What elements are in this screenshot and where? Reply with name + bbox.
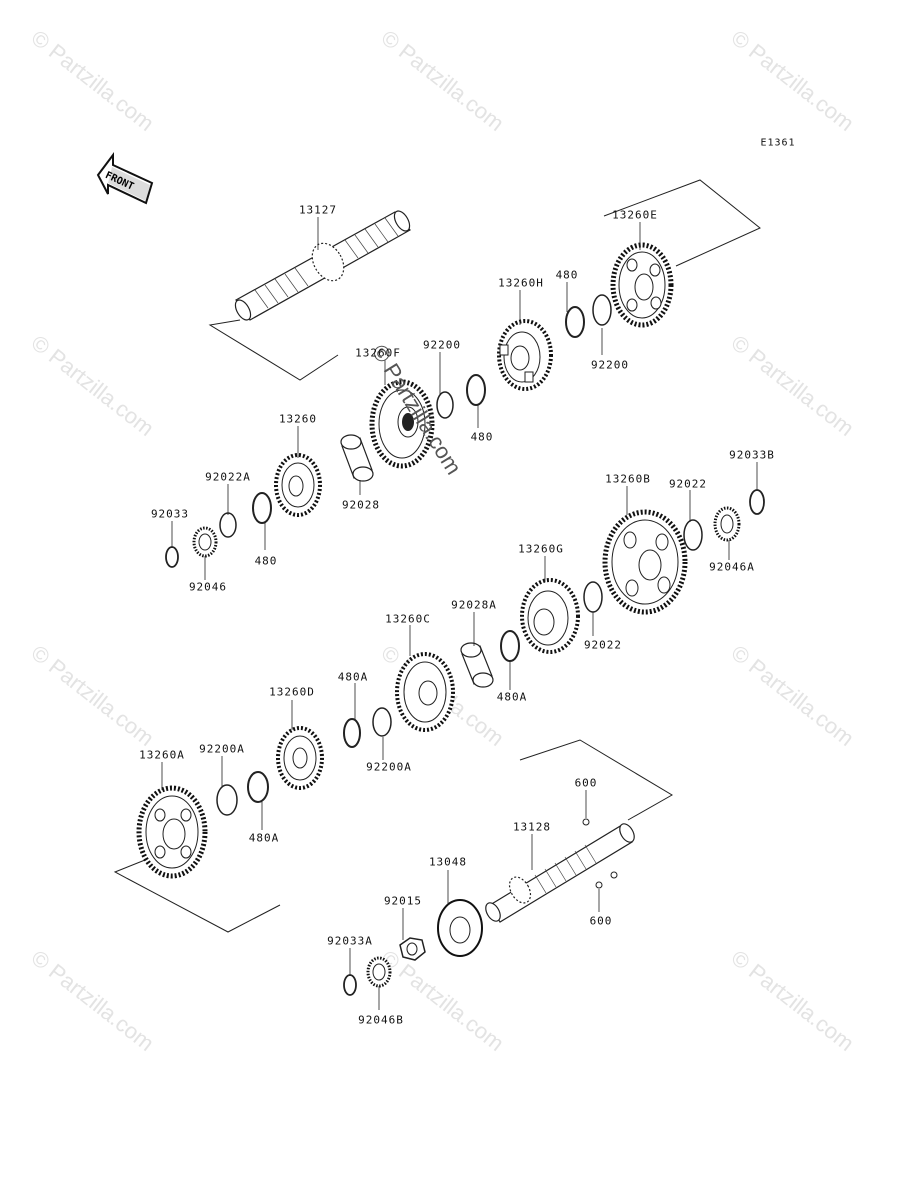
part-label[interactable]: 13260G — [518, 542, 564, 556]
front-arrow-icon — [96, 152, 154, 205]
shaft-13128 — [485, 823, 635, 923]
circlip-480-upper — [565, 306, 585, 338]
part-label[interactable]: 92046 — [188, 580, 228, 594]
washer-92022-right — [683, 519, 703, 551]
circlip-480A-lower — [247, 771, 269, 803]
part-label[interactable]: 600 — [574, 776, 598, 790]
part-label[interactable]: 92033 — [150, 507, 190, 521]
gear-13260B — [602, 509, 688, 615]
part-label[interactable]: 92033B — [729, 448, 775, 462]
part-label[interactable]: 92046A — [709, 560, 755, 574]
part-label[interactable]: 92200A — [199, 742, 245, 756]
gear-13260H — [497, 319, 553, 391]
part-label[interactable]: 92015 — [383, 894, 423, 908]
bearing-92046A — [713, 506, 741, 542]
gear-13260A — [136, 785, 208, 879]
nut-92015 — [399, 937, 426, 961]
part-label[interactable]: 92046B — [358, 1013, 404, 1027]
bushing-92028A — [460, 642, 494, 688]
part-label[interactable]: 92022 — [668, 477, 708, 491]
gear-13260 — [274, 453, 322, 517]
part-label[interactable]: 13260C — [385, 612, 431, 626]
circlip-92033 — [165, 546, 179, 568]
part-label[interactable]: 480 — [555, 268, 579, 282]
circlip-480A-mid — [500, 630, 520, 662]
part-label[interactable]: 92200A — [366, 760, 412, 774]
part-label[interactable]: 13260 — [278, 412, 318, 426]
shaft-13127 — [234, 210, 411, 321]
part-label[interactable]: 92028A — [451, 598, 497, 612]
part-label[interactable]: 480 — [470, 430, 494, 444]
washer-92200-upper — [592, 294, 612, 326]
leader-lines — [161, 217, 758, 1010]
washer-92200A-right — [372, 707, 392, 737]
ball-600-upper — [582, 818, 590, 826]
bearing-92046B — [366, 956, 392, 988]
circlip-92033A — [343, 974, 357, 996]
gear-13260E — [610, 242, 674, 328]
part-label[interactable]: 92022 — [583, 638, 623, 652]
part-label[interactable]: 13260D — [269, 685, 315, 699]
part-label[interactable]: 13260E — [612, 208, 658, 222]
part-label[interactable]: 13127 — [298, 203, 338, 217]
part-label[interactable]: 13260H — [498, 276, 544, 290]
part-label[interactable]: 13048 — [428, 855, 468, 869]
diagram-code: E1361 — [760, 137, 796, 149]
part-label[interactable]: 480A — [248, 831, 280, 845]
sprocket-13048 — [437, 899, 483, 957]
part-label[interactable]: 600 — [589, 914, 613, 928]
part-label[interactable]: 13260F — [355, 346, 401, 360]
part-label[interactable]: 13260B — [605, 472, 651, 486]
gear-13260G — [520, 578, 580, 654]
part-label[interactable]: 92033A — [327, 934, 373, 948]
part-label[interactable]: 480A — [337, 670, 369, 684]
washer-92022-mid — [583, 581, 603, 613]
gear-13260F — [369, 379, 435, 469]
bearing-92046 — [192, 526, 218, 558]
washer-92200-mid — [436, 391, 454, 419]
gear-13260D — [276, 726, 324, 790]
part-label[interactable]: 13260A — [139, 748, 185, 762]
circlip-480A-upper — [343, 718, 361, 748]
bushing-92028 — [340, 434, 374, 482]
circlip-92033B — [749, 489, 765, 515]
circlip-480-mid — [466, 374, 486, 406]
part-label[interactable]: 92028 — [341, 498, 381, 512]
ball-600-lower-b — [610, 871, 618, 879]
part-label[interactable]: 92200 — [422, 338, 462, 352]
washer-92022A — [219, 512, 237, 538]
part-label[interactable]: 92022A — [205, 470, 251, 484]
part-label[interactable]: 480 — [254, 554, 278, 568]
ball-600-lower — [595, 881, 603, 889]
part-label[interactable]: 13128 — [512, 820, 552, 834]
guide-lines — [113, 179, 761, 933]
gear-13260C — [395, 652, 455, 732]
washer-92200A-left — [216, 784, 238, 816]
part-label[interactable]: 480A — [496, 690, 528, 704]
part-label[interactable]: 92200 — [590, 358, 630, 372]
circlip-480-left — [252, 492, 272, 524]
